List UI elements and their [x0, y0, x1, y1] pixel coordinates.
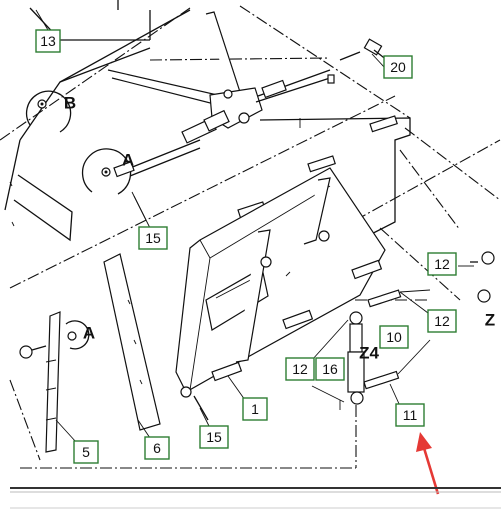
detail-circle-a-left: [65, 320, 90, 350]
svg-text:10: 10: [386, 329, 402, 345]
marker-a-top: A: [122, 151, 134, 170]
svg-text:16: 16: [322, 361, 338, 377]
marker-z-edge: Z: [485, 311, 495, 330]
callout-5: 5: [73, 440, 99, 464]
svg-text:12: 12: [292, 361, 308, 377]
upper-frame-plate: [4, 0, 191, 211]
detail-circle-b: [25, 90, 72, 133]
svg-text:13: 13: [40, 33, 56, 49]
callout-1: 1: [242, 397, 268, 421]
leader-lines: [35, 9, 474, 443]
left-strip: [9, 174, 73, 242]
callout-6: 6: [144, 436, 170, 460]
strip-6: [103, 253, 161, 431]
svg-text:11: 11: [403, 407, 418, 423]
svg-text:15: 15: [206, 429, 222, 445]
rod-11: [363, 339, 431, 390]
marker-b: B: [64, 94, 76, 113]
callout-12-right: 12: [427, 309, 457, 333]
svg-text:1: 1: [251, 401, 259, 417]
svg-text:20: 20: [390, 59, 406, 75]
hinge-strip-5: [45, 311, 61, 453]
red-arrow-annotation: [416, 432, 440, 495]
callout-12-center: 12: [285, 357, 315, 381]
callout-12-right-top: 12: [427, 252, 457, 276]
left-bolt: [19, 345, 47, 359]
callout-13: 13: [35, 29, 61, 53]
callout-16: 16: [315, 357, 345, 381]
svg-text:15: 15: [145, 230, 161, 246]
svg-text:6: 6: [153, 440, 161, 456]
detail-circle-a-top: [81, 148, 147, 221]
callout-10: 10: [379, 325, 409, 349]
lever-linkage: [107, 11, 331, 177]
svg-text:5: 5: [82, 444, 90, 460]
rod-10: [367, 289, 431, 308]
svg-text:12: 12: [434, 313, 450, 329]
callout-15-top: 15: [138, 226, 168, 250]
front-panel-1: [175, 167, 386, 398]
back-panel: [237, 74, 411, 256]
screw-15-bottom: [193, 395, 209, 421]
side-fitting: [470, 251, 495, 303]
bottom-border: [10, 487, 501, 509]
boundary-lines: [0, 5, 501, 469]
marker-a-left: A: [83, 324, 95, 343]
callout-11: 11: [395, 403, 425, 427]
gas-strut-z4: [339, 311, 365, 410]
marker-z4: Z4: [359, 344, 379, 363]
svg-text:12: 12: [434, 256, 450, 272]
callout-15-bottom: 15: [199, 425, 229, 449]
callout-20: 20: [383, 55, 413, 79]
